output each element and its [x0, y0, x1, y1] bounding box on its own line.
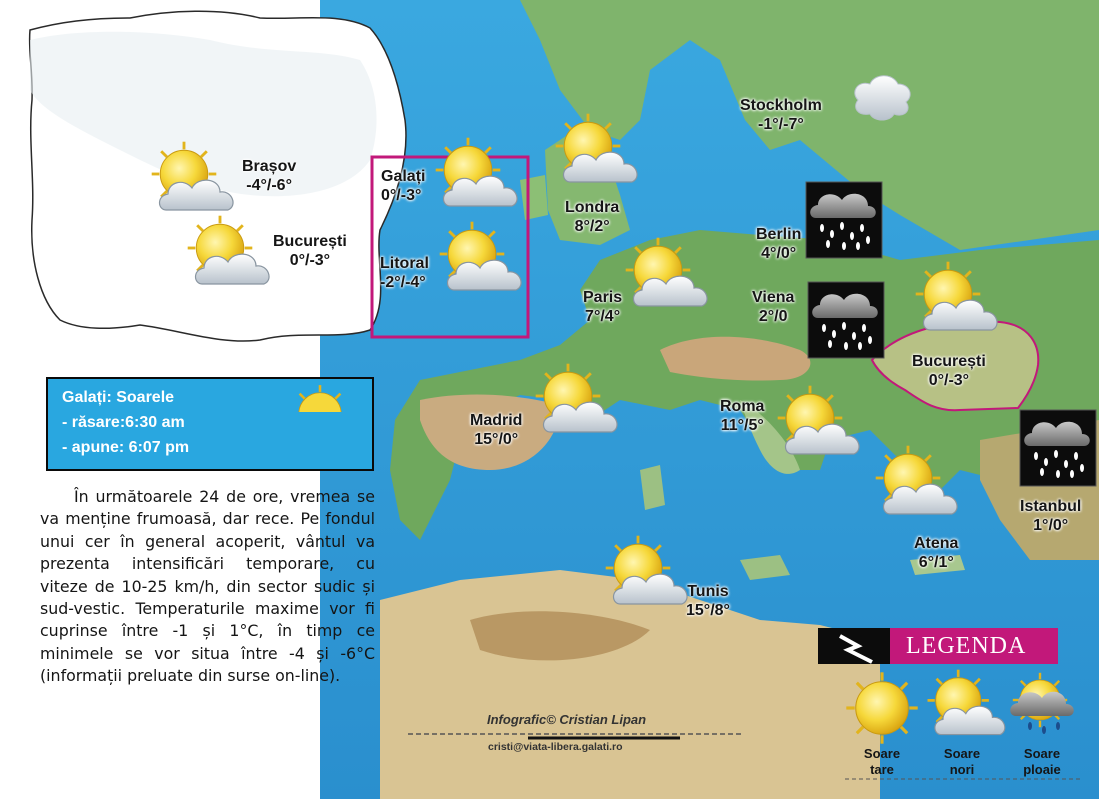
city-atena: Atena 6°/1°	[914, 535, 959, 571]
city-londra: Londra 8°/2°	[565, 199, 620, 235]
city-galati: Galați 0°/-3°	[381, 168, 426, 204]
city-brasov: Brașov -4°/-6°	[242, 158, 297, 194]
sun-rain-icon	[1010, 671, 1074, 734]
rain-icon	[807, 281, 885, 359]
city-bucuresti-europe: București 0°/-3°	[912, 353, 986, 389]
legend-label-sun: Soare tare	[863, 746, 901, 777]
rain-icon	[805, 181, 883, 259]
legend-label-sun-cloud: Soare nori	[943, 746, 981, 777]
sun-info-box: Galați: Soarele - răsare:6:30 am - apune…	[46, 377, 374, 471]
city-istanbul: Istanbul 1°/0°	[1020, 498, 1082, 534]
city-berlin: Berlin 4°/0°	[756, 226, 802, 262]
city-bucuresti: București 0°/-3°	[273, 233, 347, 269]
forecast-paragraph: În următoarele 24 de ore, vremea se va m…	[40, 487, 375, 686]
legend-title: LEGENDA	[906, 633, 1027, 659]
sunset-time: - apune: 6:07 pm	[62, 439, 190, 456]
city-roma: Roma 11°/5°	[720, 398, 765, 434]
sun-icon	[844, 670, 920, 746]
city-viena: Viena 2°/0	[752, 289, 795, 325]
sun-info-title: Galați: Soarele	[62, 389, 175, 406]
rain-icon	[1019, 409, 1097, 487]
city-litoral: Litoral -2°/-4°	[380, 255, 429, 291]
credit-email: cristi@viata-libera.galati.ro	[488, 741, 623, 753]
sunrise-time: - răsare:6:30 am	[62, 414, 185, 431]
city-stockholm: Stockholm -1°/-7°	[740, 97, 822, 133]
infographic-credit: Infografic© Cristian Lipan	[487, 712, 647, 727]
city-madrid: Madrid 15°/0°	[470, 412, 523, 448]
legend-label-sun-rain: Soare ploaie	[1023, 746, 1061, 777]
city-tunis: Tunis 15°/8°	[686, 583, 730, 619]
city-paris: Paris 7°/4°	[583, 289, 623, 325]
